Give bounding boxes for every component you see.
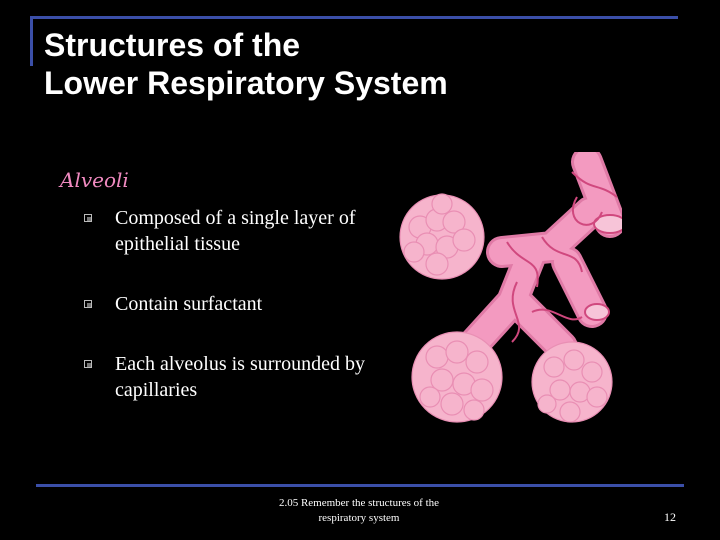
left-rule [30,16,33,66]
bullet-text: Contain surfactant [115,293,263,315]
square-bullet-icon [84,300,92,308]
bottom-rule [36,484,684,487]
bullet-list: Composed of a single layer of epithelial… [84,205,384,403]
square-bullet-icon [84,214,92,222]
bullet-item: Composed of a single layer of epithelial… [84,205,384,257]
title-line-1: Structures of the [44,27,301,63]
bullet-text: Composed of a single layer of epithelial… [115,207,356,255]
page-number: 12 [664,510,676,524]
section-subtitle: Alveoli [60,168,129,192]
slide-title: Structures of the Lower Respiratory Syst… [44,26,644,102]
footer-text: 2.05 Remember the structures of the resp… [278,497,440,524]
bullet-text: Each alveolus is surrounded by capillari… [115,353,365,401]
alveoli-cluster-illustration [399,152,622,423]
top-rule [30,16,678,19]
square-bullet-icon [84,360,92,368]
title-line-2: Lower Respiratory System [44,65,448,101]
bullet-item: Contain surfactant [84,291,384,317]
bullet-item: Each alveolus is surrounded by capillari… [84,351,384,403]
